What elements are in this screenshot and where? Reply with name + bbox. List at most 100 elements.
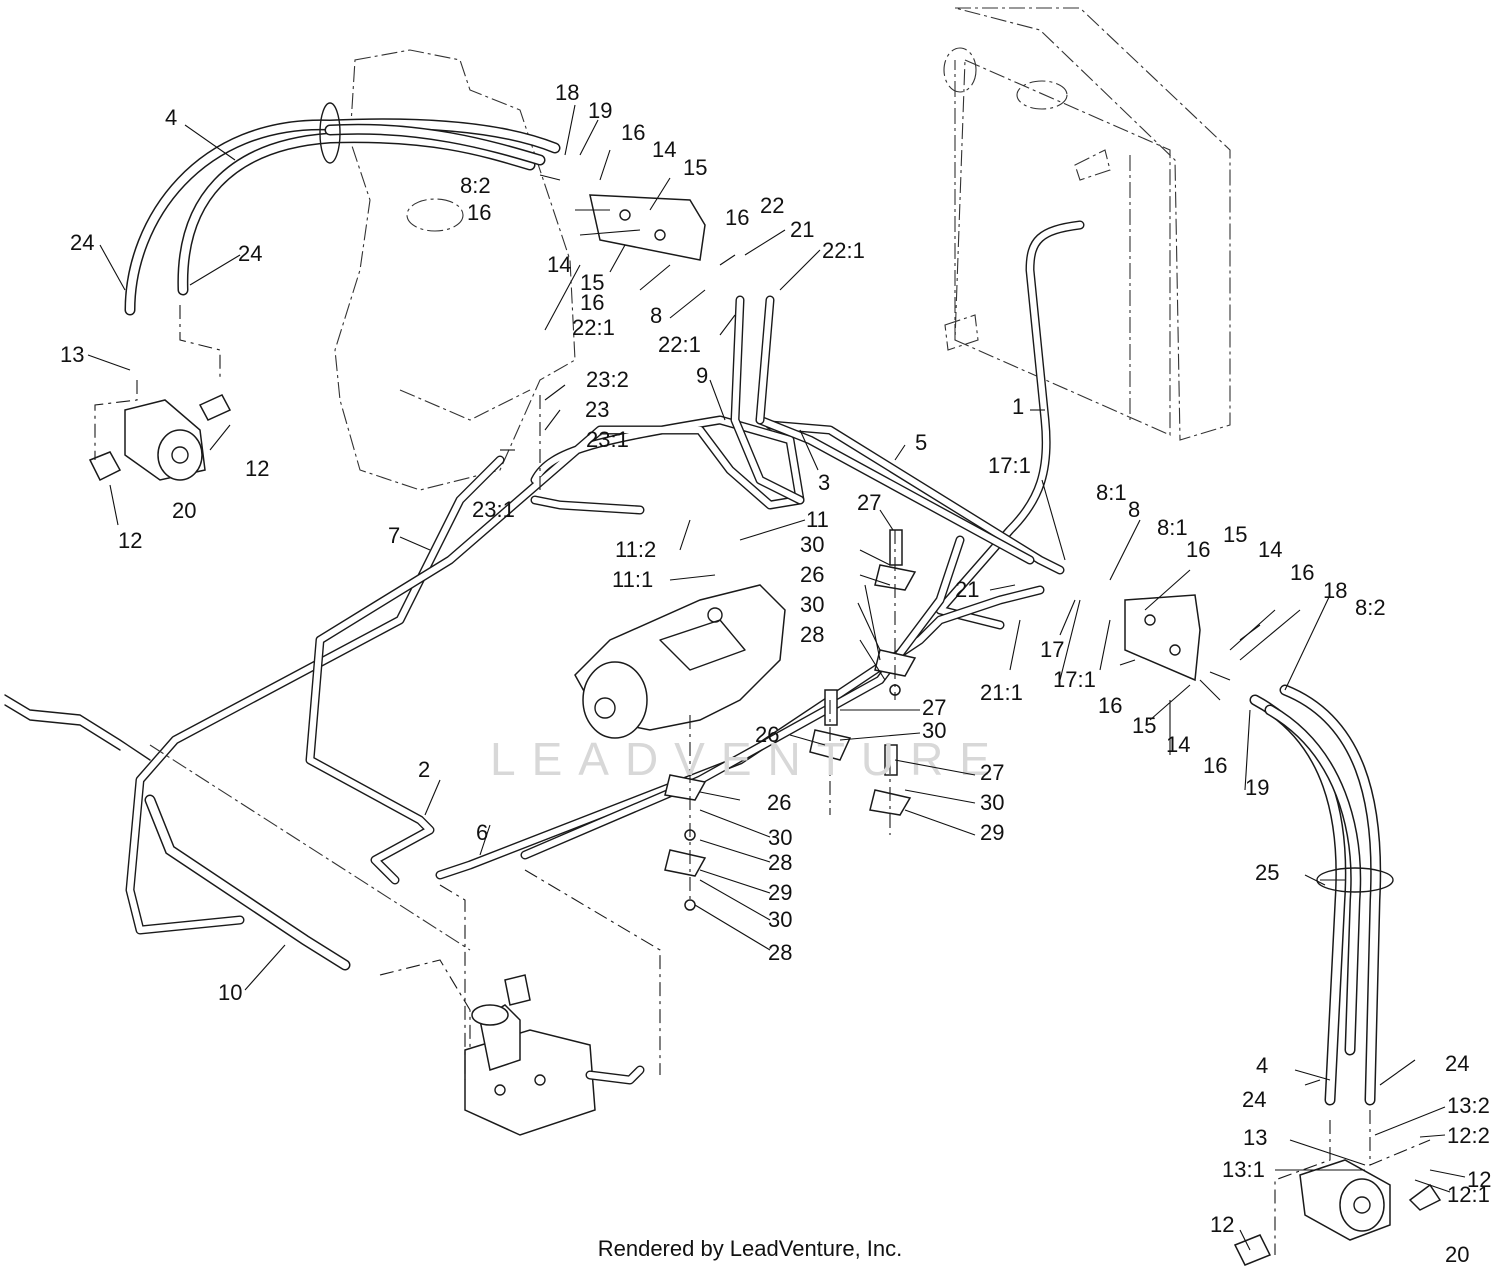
callout-22-1: 22:1 xyxy=(822,238,865,263)
callout-9: 9 xyxy=(696,363,708,388)
fuel-tank-outline xyxy=(334,49,576,491)
callout-26: 26 xyxy=(767,790,791,815)
callout-13-1: 13:1 xyxy=(1222,1157,1265,1182)
clamp-stack-middle xyxy=(664,689,852,911)
callout-18: 18 xyxy=(555,80,579,105)
callout-13-2: 13:2 xyxy=(1447,1093,1490,1118)
callout-21-1: 21:1 xyxy=(980,680,1023,705)
callout-13: 13 xyxy=(60,342,84,367)
callout-20: 20 xyxy=(1445,1242,1469,1267)
pump-20-right xyxy=(1233,1159,1442,1266)
footer-credit: Rendered by LeadVenture, Inc. xyxy=(597,1236,903,1261)
callout-29: 29 xyxy=(980,820,1004,845)
callout-8-1: 8:1 xyxy=(1157,515,1188,540)
callout-7: 7 xyxy=(388,523,400,548)
callout-17: 17 xyxy=(1040,637,1064,662)
callout-26: 26 xyxy=(755,722,779,747)
callout-22: 22 xyxy=(760,193,784,218)
callout-24: 24 xyxy=(1445,1051,1469,1076)
callout-14: 14 xyxy=(652,137,676,162)
wire-harness xyxy=(4,694,471,951)
callout-5: 5 xyxy=(915,430,927,455)
clamp-stack-upper xyxy=(874,529,917,696)
hydrostatic-pump xyxy=(574,584,786,739)
callout-27: 27 xyxy=(922,695,946,720)
callout-21: 21 xyxy=(790,217,814,242)
tube-6 xyxy=(435,535,1045,880)
tube-10 xyxy=(144,794,351,971)
callout-16: 16 xyxy=(1186,537,1210,562)
callout-6: 6 xyxy=(476,820,488,845)
manifold-plate-right xyxy=(1124,594,1201,682)
tube-11-line xyxy=(530,495,645,515)
callout-12-1: 12:1 xyxy=(1447,1182,1490,1207)
callout-17-1: 17:1 xyxy=(988,453,1031,478)
callout-21: 21 xyxy=(955,577,979,602)
callout-29: 29 xyxy=(768,880,792,905)
hose-4-right xyxy=(1249,684,1394,1106)
callout-30: 30 xyxy=(980,790,1004,815)
callout-10: 10 xyxy=(218,980,242,1005)
callout-11-2: 11:2 xyxy=(615,537,656,562)
callout-1: 1 xyxy=(1012,394,1024,419)
manifold-plate-top xyxy=(589,194,706,261)
callout-30: 30 xyxy=(922,718,946,743)
callout-27: 27 xyxy=(857,490,881,515)
callout-28: 28 xyxy=(768,850,792,875)
callout-14: 14 xyxy=(1166,732,1190,757)
callout-24: 24 xyxy=(238,241,262,266)
callout-23-2: 23:2 xyxy=(586,367,629,392)
callout-12: 12 xyxy=(1467,1167,1491,1192)
tube-7 xyxy=(125,455,505,935)
callout-24: 24 xyxy=(1242,1087,1266,1112)
callout-2: 2 xyxy=(418,757,430,782)
callout-11: 11 xyxy=(806,507,829,532)
callout-4: 4 xyxy=(165,105,177,130)
callout-23-1: 23:1 xyxy=(586,427,629,452)
callout-12: 12 xyxy=(245,456,269,481)
callout-3: 3 xyxy=(818,470,830,495)
callout-30: 30 xyxy=(768,907,792,932)
callout-14: 14 xyxy=(1258,537,1282,562)
leader-lines xyxy=(87,104,1466,1251)
callout-20: 20 xyxy=(172,498,196,523)
callout-14: 14 xyxy=(547,252,571,277)
callout-13: 13 xyxy=(1243,1125,1267,1150)
callout-27: 27 xyxy=(980,760,1004,785)
callout-8-2: 8:2 xyxy=(460,173,491,198)
callout-22-1: 22:1 xyxy=(572,315,615,340)
callout-18: 18 xyxy=(1323,578,1347,603)
callout-26: 26 xyxy=(800,562,824,587)
callout-12: 12 xyxy=(1210,1212,1234,1237)
callout-15: 15 xyxy=(1223,522,1247,547)
callout-15: 15 xyxy=(1132,713,1156,738)
watermark-text: LEADVENTURE xyxy=(490,733,1006,785)
callout-28: 28 xyxy=(800,622,824,647)
callout-28: 28 xyxy=(768,940,792,965)
callout-12-2: 12:2 xyxy=(1447,1123,1490,1148)
callout-15: 15 xyxy=(580,270,604,295)
assembly-centerlines xyxy=(94,305,1431,1255)
callout-30: 30 xyxy=(768,825,792,850)
callout-16: 16 xyxy=(1203,753,1227,778)
callout-16: 16 xyxy=(467,200,491,225)
callout-19: 19 xyxy=(1245,775,1269,800)
callout-30: 30 xyxy=(800,592,824,617)
radiator-outline xyxy=(943,7,1231,441)
callout-8-2: 8:2 xyxy=(1355,595,1386,620)
callout-15: 15 xyxy=(683,155,707,180)
callout-labels: 1 2 3 4 4 5 6 7 8 8 8:1 8:1 8:2 8:2 9 10… xyxy=(60,80,1491,1267)
pump-20-left xyxy=(88,394,232,482)
callout-24: 24 xyxy=(70,230,94,255)
callout-11-1: 11:1 xyxy=(612,567,653,592)
callout-17-1: 17:1 xyxy=(1053,667,1096,692)
callout-23: 23 xyxy=(585,397,609,422)
control-valve-block xyxy=(464,974,645,1136)
callout-25: 25 xyxy=(1255,860,1279,885)
callout-4: 4 xyxy=(1256,1053,1268,1078)
callout-23-1: 23:1 xyxy=(472,497,515,522)
callout-12: 12 xyxy=(118,528,142,553)
callout-16: 16 xyxy=(725,205,749,230)
callout-16: 16 xyxy=(1098,693,1122,718)
